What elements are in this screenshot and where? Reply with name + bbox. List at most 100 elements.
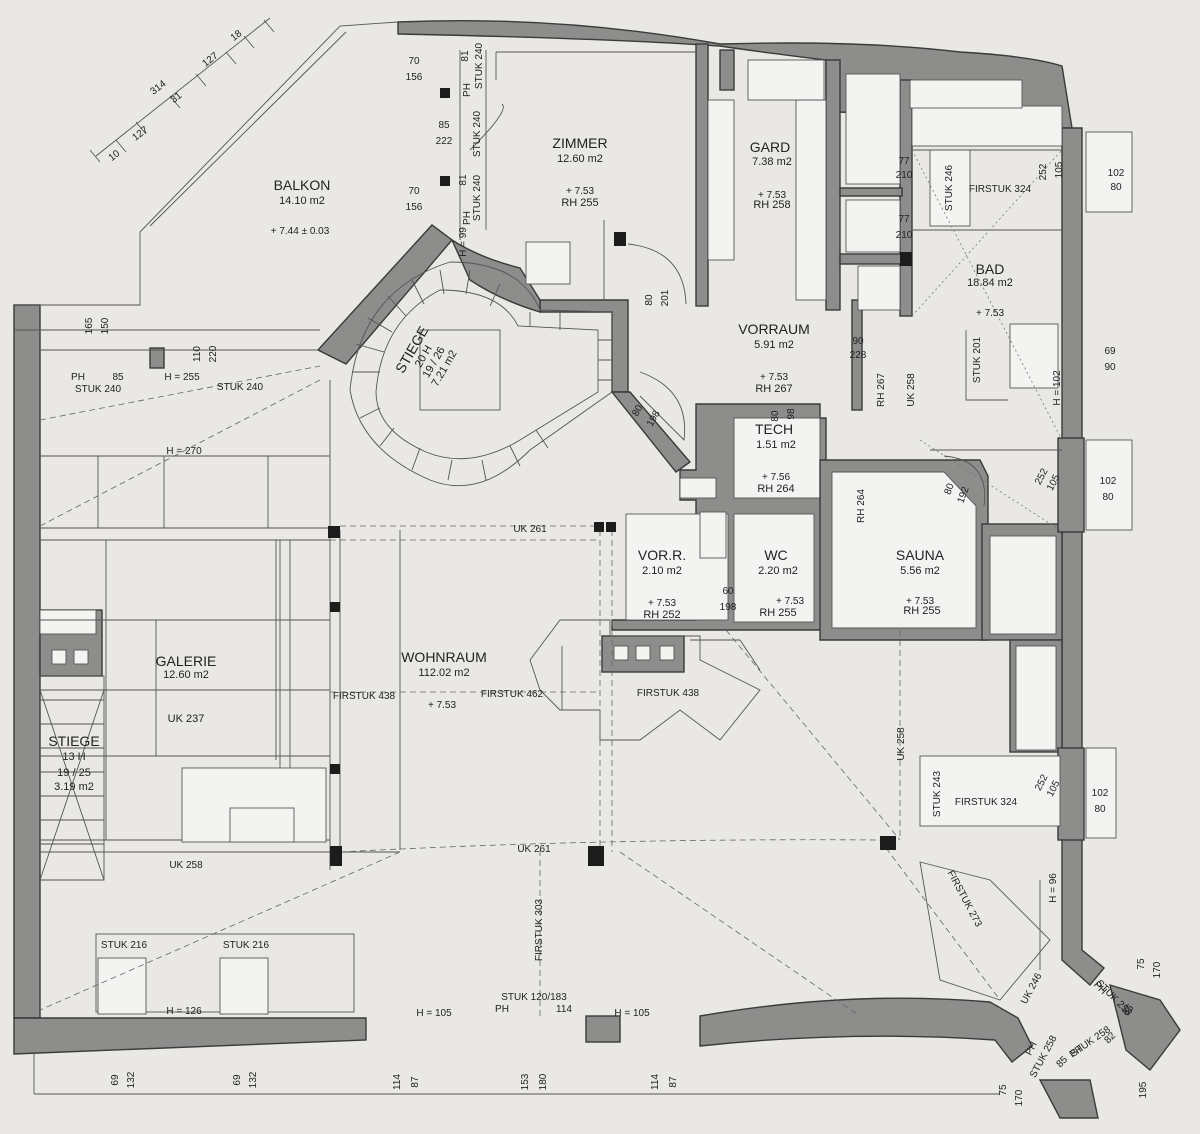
label-h126: H = 126 (166, 1006, 202, 1017)
label-uk258-v: UK 258 (906, 373, 917, 407)
dim-60: 60 (722, 586, 734, 597)
room-name-gard: GARD (750, 139, 790, 155)
wall-gard-bath (825, 59, 841, 311)
dim-80a: 80 (644, 294, 655, 306)
dim-t127b: 127 (200, 50, 220, 69)
label-uk258: UK 258 (169, 860, 203, 871)
wall-zimmer-gard (695, 43, 709, 307)
label-uk258-r: UK 258 (896, 727, 907, 761)
dim-220: 220 (208, 345, 219, 362)
label-firstuk438-b: FIRSTUK 438 (637, 688, 700, 699)
dim-w102c: 102 (1092, 788, 1109, 799)
dim-t31: 31 (169, 90, 185, 106)
dim-b132a: 132 (126, 1071, 137, 1088)
window-right-2 (1085, 439, 1133, 531)
dim-105a: 105 (1054, 161, 1065, 178)
dim-b114a: 114 (392, 1074, 403, 1090)
room-rh-gard: RH 258 (753, 199, 790, 211)
dim-80c: 80 (770, 410, 781, 422)
right-cabinet-low (919, 755, 1061, 827)
dim-b69a: 69 (110, 1074, 121, 1086)
dim-77a: 77 (898, 156, 910, 167)
wc-room (733, 513, 815, 623)
label-stuk216-a: STUK 216 (101, 940, 148, 951)
dim-210a: 210 (896, 170, 913, 181)
room-level-wc: + 7.53 (776, 596, 805, 607)
label-h270: H = 270 (166, 446, 202, 457)
dim-80b: 80 (630, 403, 645, 419)
room-area-wohnraum: 112.02 m2 (418, 667, 469, 679)
dim-c75b: 75 (998, 1084, 1009, 1096)
dim-b132b: 132 (248, 1071, 259, 1088)
right-wall (1061, 127, 1105, 987)
wall-bathrooms-h2 (839, 253, 903, 265)
dim-228: 228 (850, 350, 867, 361)
bottom-pillar (585, 1015, 621, 1043)
dim-t127a: 127 (130, 124, 150, 143)
room-name-vorr: VOR.R. (638, 547, 686, 563)
dim-c170b: 170 (1014, 1089, 1025, 1106)
room-level-vorr: + 7.53 (648, 598, 677, 609)
dim-222: 222 (436, 136, 453, 147)
label-firstuk324-b: FIRSTUK 324 (955, 797, 1018, 808)
dim-c195: 195 (1138, 1081, 1149, 1098)
walls (13, 19, 1181, 1119)
dim-77b: 77 (898, 214, 910, 225)
room-name-balkon: BALKON (274, 177, 331, 193)
room-rh-vorraum: RH 267 (755, 383, 792, 395)
room-area-vorraum: 5.91 m2 (754, 339, 794, 351)
column-markers (51, 88, 912, 866)
label-h105-b: H = 105 (614, 1008, 650, 1019)
dim-110: 110 (192, 346, 203, 362)
room-rh-vorr: RH 252 (643, 609, 680, 621)
dim-69: 69 (1104, 346, 1116, 357)
bad-vanity (911, 105, 1063, 147)
dim-c170a: 170 (1152, 961, 1163, 978)
shower (845, 73, 901, 185)
stair-diag-right (610, 391, 692, 473)
balcony-outline (14, 21, 399, 306)
room-rh-tech: RH 264 (757, 483, 794, 495)
room-area-zimmer: 12.60 m2 (557, 153, 603, 165)
dim-c75a: 75 (1136, 958, 1147, 970)
room-name-sauna: SAUNA (896, 547, 945, 563)
label-h99: H = 99 (458, 227, 469, 257)
dim-90: 90 (1104, 362, 1116, 373)
room-area-wc: 2.20 m2 (758, 565, 798, 577)
room-area-balkon: 14.10 m2 (279, 195, 325, 207)
sauna-right-cabinet (989, 535, 1057, 635)
room-rh-wc: RH 255 (759, 607, 796, 619)
dim-b69b: 69 (232, 1074, 243, 1086)
dashed-lines (39, 149, 1063, 1017)
room-name-galerie: GALERIE (156, 653, 217, 669)
pillar-2 (719, 49, 735, 91)
label-stuk240-v3: STUK 240 (472, 174, 483, 221)
dim-85: 85 (438, 120, 450, 131)
gard-wardrobe-left (707, 99, 735, 261)
label-stuk240-b: STUK 240 (217, 382, 264, 393)
dim-198a: 198 (645, 408, 663, 428)
dim-70a: 70 (408, 56, 420, 67)
room-rh-zimmer: RH 255 (561, 197, 598, 209)
dim-b87a: 87 (410, 1076, 421, 1088)
left-wall (13, 304, 41, 1019)
bottom-wall-left (13, 1017, 367, 1055)
label-h96: H = 96 (1048, 873, 1059, 903)
dim-150: 150 (100, 317, 111, 334)
dim-85b: 85 (112, 372, 124, 383)
dim-98: 98 (786, 408, 797, 420)
room-name-zimmer: ZIMMER (552, 135, 607, 151)
stair-curve (450, 238, 541, 313)
wall-vorraum-right (851, 299, 863, 411)
label-ph-bottom: PH (495, 1004, 509, 1015)
dim-165: 165 (84, 317, 95, 334)
dim-w80b: 80 (1102, 492, 1114, 503)
fireplace-outline (529, 619, 761, 741)
sauna-room (831, 471, 977, 629)
room-name-bad: BAD (976, 261, 1005, 277)
room-level-bad: + 7.53 (976, 308, 1005, 319)
corner-bay-bottom (1038, 1079, 1099, 1119)
label-stuk216-b: STUK 216 (223, 940, 270, 951)
label-firstuk303: FIRSTUK 303 (534, 898, 545, 961)
